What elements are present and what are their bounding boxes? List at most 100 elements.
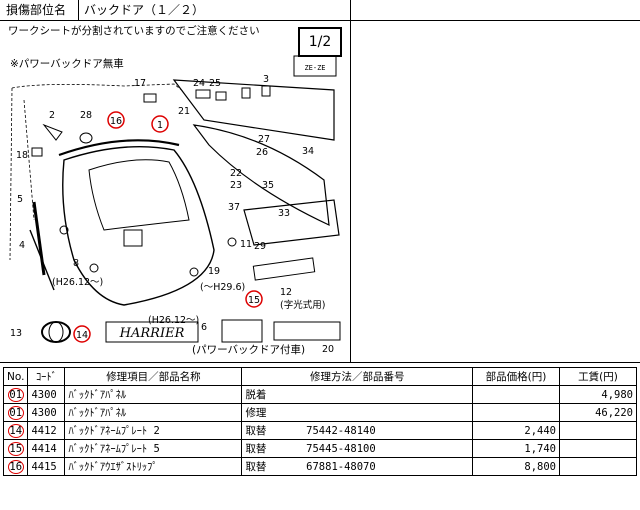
row-code: 4412 xyxy=(27,421,66,440)
callout-27: 27 xyxy=(258,134,270,145)
col-name: 修理項目／部品名称 xyxy=(64,367,243,386)
callout-20: 20 xyxy=(322,344,334,355)
red-circle-16 xyxy=(107,111,125,129)
table-header-row: No. ｺｰﾄﾞ 修理項目／部品名称 修理方法／部品番号 部品価格(円) 工賃(… xyxy=(2,367,637,386)
row-labor: 46,220 xyxy=(559,403,637,422)
callout-22: 22 xyxy=(230,168,242,179)
header-divider xyxy=(78,0,79,20)
col-price: 部品価格(円) xyxy=(472,367,560,386)
callout-12: 12 xyxy=(280,287,292,298)
callout-6: 8 xyxy=(73,258,79,269)
plate-icon-text: ZE-ZE xyxy=(304,64,325,72)
table-row: 01 4300 ﾊﾞｯｸﾄﾞｱﾊﾟﾈﾙ 修理 46,220 xyxy=(2,403,637,422)
red-circle-15 xyxy=(245,290,263,308)
clip-18 xyxy=(31,147,43,157)
callout-35: 37 xyxy=(228,202,240,213)
clip-2 xyxy=(42,123,63,141)
no-power-door-note: ※パワーバックドア無車 xyxy=(10,58,124,70)
table-row: 15 4414 ﾊﾞｯｸﾄﾞｱﾈｰﾑﾌﾟﾚｰﾄ 5 取替 75445-48100… xyxy=(2,439,637,458)
letter-type-note: (字光式用) xyxy=(280,300,326,311)
row-part-number: 75445-48100 xyxy=(303,439,474,458)
row-price xyxy=(472,403,560,422)
row-part-name: ﾊﾞｯｸﾄﾞｱﾊﾟﾈﾙ xyxy=(64,403,243,422)
license-garnish-12 xyxy=(252,257,316,281)
h26-note-a: (H26.12～) xyxy=(52,277,104,288)
callout-11: 11 xyxy=(240,239,252,250)
clip-24 xyxy=(195,89,211,99)
col-code: ｺｰﾄﾞ xyxy=(27,367,66,386)
clip-28 xyxy=(79,132,93,144)
row-code: 4414 xyxy=(27,439,66,458)
harrier-plate-text: HARRIER xyxy=(119,326,185,341)
row-labor: 4,980 xyxy=(559,385,637,404)
parts-table: No. ｺｰﾄﾞ 修理項目／部品名称 修理方法／部品番号 部品価格(円) 工賃(… xyxy=(2,367,637,476)
callout-26: 26 xyxy=(256,147,268,158)
h29-note: (～H29.6) xyxy=(200,282,246,293)
callout-34: 35 xyxy=(262,180,274,191)
callout-2: 2 xyxy=(49,110,55,121)
plate-icon xyxy=(293,55,337,77)
row-method: 取替 xyxy=(241,457,304,476)
harrier-plate-14 xyxy=(105,321,199,343)
callout-4: 6 xyxy=(201,322,207,333)
diagram-right-border xyxy=(350,20,351,362)
h26-note-b: (H26.12～) xyxy=(148,315,200,326)
callout-24: 24 xyxy=(193,78,205,89)
row-price: 1,740 xyxy=(472,439,560,458)
callout-23: 23 xyxy=(230,180,242,191)
back-door-window xyxy=(88,159,190,231)
back-door-garnish xyxy=(192,124,330,226)
table-row: 16 4415 ﾊﾞｯｸﾄﾞｱｳｴｻﾞｽﾄﾘｯﾌﾟ 取替 67881-48070… xyxy=(2,457,637,476)
callout-31: 33 xyxy=(278,208,290,219)
section-title: バックドア（１／２） xyxy=(84,3,205,17)
row-part-name: ﾊﾞｯｸﾄﾞｱﾊﾟﾈﾙ xyxy=(64,385,243,404)
row-part-name: ﾊﾞｯｸﾄﾞｱﾈｰﾑﾌﾟﾚｰﾄ 2 xyxy=(64,421,243,440)
callout-21: 21 xyxy=(178,106,190,117)
table-row: 01 4300 ﾊﾞｯｸﾄﾞｱﾊﾟﾈﾙ 脱着 4,980 xyxy=(2,385,637,404)
callout-3: 4 xyxy=(19,240,25,251)
row-part-number: 67881-48070 xyxy=(303,457,474,476)
row-method: 修理 xyxy=(241,403,304,422)
clip-9 xyxy=(241,87,251,99)
table-row: 14 4412 ﾊﾞｯｸﾄﾞｱﾈｰﾑﾌﾟﾚｰﾄ 2 取替 75442-48140… xyxy=(2,421,637,440)
col-no: No. xyxy=(2,367,29,386)
callout-33: 34 xyxy=(302,146,314,157)
lower-garnish xyxy=(243,199,340,246)
vehicle-outline xyxy=(9,83,185,261)
row-labor xyxy=(559,439,637,458)
back-door-panel xyxy=(62,145,215,306)
callout-5: 5 xyxy=(17,194,23,205)
row-part-number xyxy=(303,403,474,422)
row-code: 4300 xyxy=(27,403,66,422)
row-no: 14 xyxy=(7,423,24,438)
emblem-13-inner xyxy=(48,321,64,343)
row-code: 4300 xyxy=(27,385,66,404)
diagram-bottom-border xyxy=(0,362,640,363)
bolt xyxy=(89,263,99,273)
row-part-name: ﾊﾞｯｸﾄﾞｱｳｴｻﾞｽﾄﾘｯﾌﾟ xyxy=(64,457,243,476)
row-no: 01 xyxy=(7,387,24,402)
worksheet-note: ワークシートが分割されていますのでご注意ください xyxy=(8,25,260,37)
power-door-note: (パワーバックドア付車) xyxy=(192,344,306,356)
row-method: 脱着 xyxy=(241,385,304,404)
back-door-parts-diagram: ZE-ZE HARRIER 16 1 15 14 17 21 24 xyxy=(9,55,341,355)
worksheet-header: 損傷部位名 バックドア（１／２） xyxy=(0,0,640,21)
callout-17: 17 xyxy=(134,78,146,89)
clip-17 xyxy=(143,93,157,103)
header-divider-right xyxy=(350,0,351,20)
name-plate-15 xyxy=(221,319,263,343)
emblem-13 xyxy=(41,321,71,343)
stay-3 xyxy=(29,229,55,291)
row-labor xyxy=(559,421,637,440)
row-price xyxy=(472,385,560,404)
damage-part-label: 損傷部位名 xyxy=(6,3,67,17)
bolt xyxy=(189,267,199,277)
callout-13: 13 xyxy=(10,328,22,339)
rear-spoiler xyxy=(172,79,335,141)
callout-15: 15 xyxy=(248,295,260,306)
red-circle-1 xyxy=(151,115,169,133)
row-part-number xyxy=(303,385,474,404)
callout-19: 19 xyxy=(208,266,220,277)
row-method: 取替 xyxy=(241,421,304,440)
col-labor: 工賃(円) xyxy=(559,367,637,386)
